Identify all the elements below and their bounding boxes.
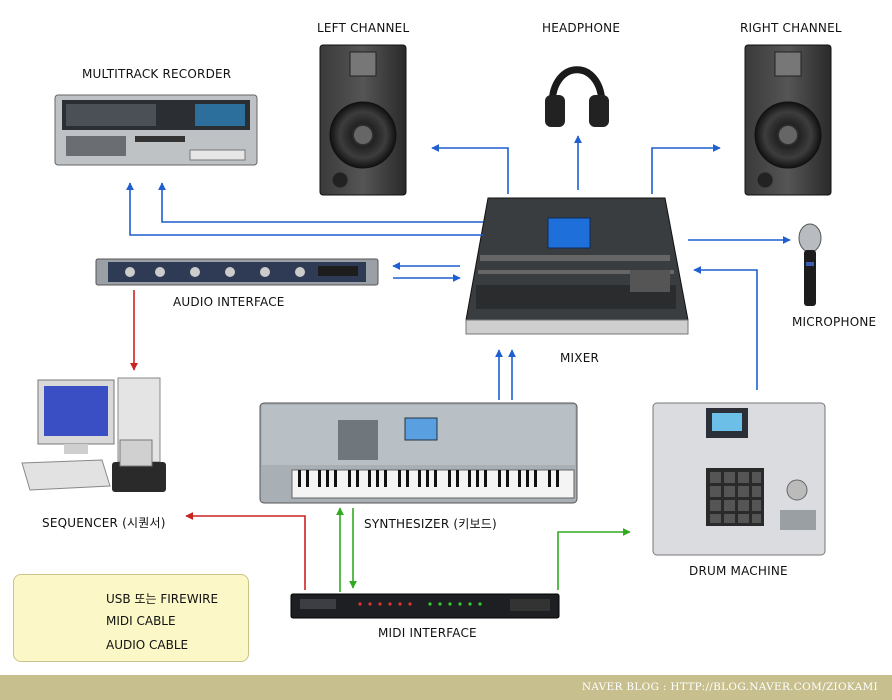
audio-connections bbox=[126, 135, 791, 400]
legend: USB 또는 FIREWIRE MIDI CABLE AUDIO CABLE bbox=[13, 574, 249, 662]
label-drum-machine: DRUM MACHINE bbox=[689, 564, 788, 578]
label-microphone: MICROPHONE bbox=[792, 315, 877, 329]
legend-text-audio: AUDIO CABLE bbox=[106, 638, 189, 652]
midi-interface-unit bbox=[290, 593, 560, 619]
label-right-channel: RIGHT CHANNEL bbox=[740, 21, 842, 35]
label-mixer: MIXER bbox=[560, 351, 600, 365]
label-left-channel: LEFT CHANNEL bbox=[317, 21, 410, 35]
drum-machine-to-mixer bbox=[693, 266, 758, 390]
multitrack-recorder bbox=[54, 94, 258, 166]
headphone bbox=[545, 66, 609, 127]
legend-row-midi: MIDI CABLE bbox=[14, 614, 246, 630]
drum-machine-unit bbox=[652, 402, 826, 556]
mixer-to-left-speaker bbox=[431, 144, 509, 194]
footer-bar: NAVER BLOG : HTTP://BLOG.NAVER.COM/ZIOKA… bbox=[0, 675, 892, 700]
mixer-to-recorder-outer bbox=[126, 182, 483, 236]
midi-interface-to-drum-machine bbox=[557, 528, 631, 590]
right-speaker bbox=[744, 44, 832, 196]
microphone-unit bbox=[798, 223, 822, 306]
synthesizer-unit bbox=[259, 402, 578, 504]
label-sequencer: SEQUENCER (시퀀서) bbox=[42, 516, 166, 530]
computer-sequencer bbox=[21, 377, 166, 492]
mixer-unit bbox=[465, 197, 689, 335]
label-audio-interface: AUDIO INTERFACE bbox=[173, 295, 285, 309]
label-midi-interface: MIDI INTERFACE bbox=[378, 626, 477, 640]
midi-interface-to-computer bbox=[185, 512, 306, 590]
legend-text-midi: MIDI CABLE bbox=[106, 614, 176, 628]
legend-row-audio: AUDIO CABLE bbox=[14, 638, 246, 654]
mixer-to-right-speaker bbox=[651, 144, 721, 194]
usb-connections bbox=[130, 290, 306, 590]
legend-text-usb: USB 또는 FIREWIRE bbox=[106, 592, 219, 606]
midi-connections bbox=[336, 507, 631, 592]
label-synthesizer: SYNTHESIZER (키보드) bbox=[364, 517, 497, 531]
legend-row-usb: USB 또는 FIREWIRE bbox=[14, 590, 246, 606]
audio-interface-unit bbox=[95, 258, 379, 286]
footer-credit: NAVER BLOG : HTTP://BLOG.NAVER.COM/ZIOKA… bbox=[581, 681, 878, 693]
label-multitrack-recorder: MULTITRACK RECORDER bbox=[82, 67, 232, 81]
mixer-to-recorder-inner bbox=[158, 182, 483, 223]
left-speaker bbox=[319, 44, 407, 196]
label-headphone: HEADPHONE bbox=[542, 21, 621, 35]
